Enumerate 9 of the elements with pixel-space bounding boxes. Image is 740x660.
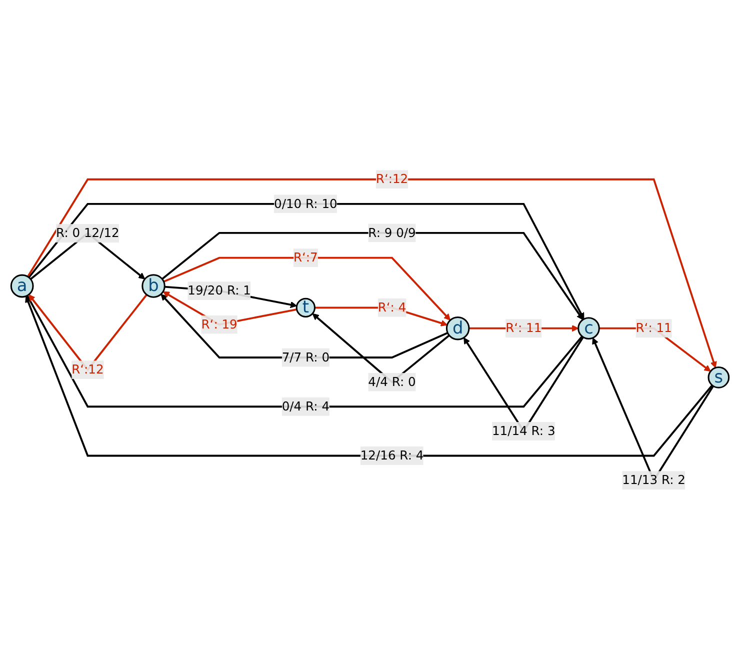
node-circle: s: [708, 366, 730, 389]
node-circle: b: [142, 274, 166, 298]
node-circle: t: [296, 298, 316, 318]
arrow: [27, 295, 583, 408]
arrow: [162, 232, 584, 320]
arrow: [27, 178, 717, 368]
node-circle: d: [446, 316, 470, 340]
node-circle: c: [578, 317, 600, 340]
node-circle: a: [10, 274, 34, 298]
